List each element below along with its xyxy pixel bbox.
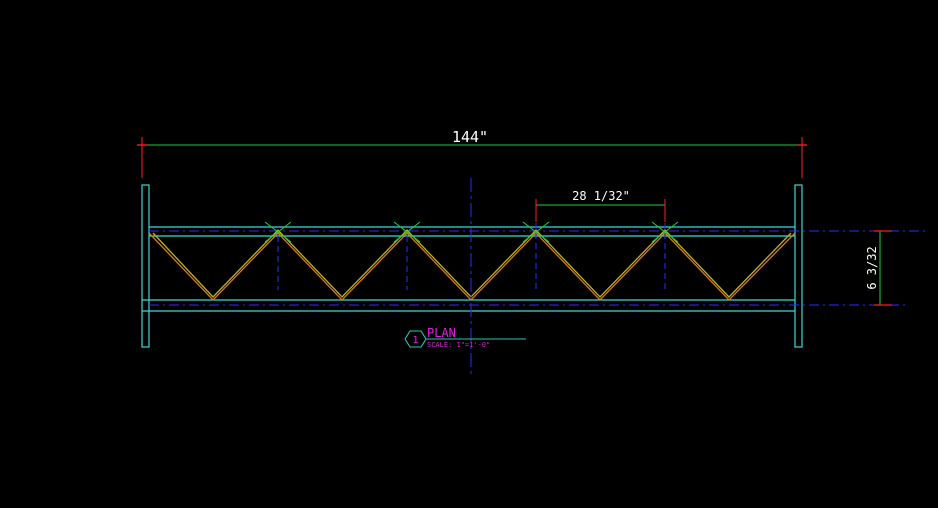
web-members xyxy=(148,229,796,301)
depth-dimension-line xyxy=(874,230,892,306)
overall-dimension-line xyxy=(137,137,807,178)
depth-dimension-text: 6 3/32 xyxy=(865,246,879,289)
view-scale: SCALE: 1"=1'-0" xyxy=(427,341,490,349)
view-marker-number: 1 xyxy=(412,335,418,346)
top-chord xyxy=(149,226,795,237)
view-title: PLAN xyxy=(427,326,456,340)
right-end-plate xyxy=(794,184,803,348)
panel-dimension-line xyxy=(535,199,666,222)
bottom-chord xyxy=(142,299,795,312)
left-end-plate xyxy=(141,184,150,348)
view-title-block: 1 PLAN SCALE: 1"=1'-0" xyxy=(404,326,526,349)
panel-dimension-text: 28 1/32" xyxy=(572,189,630,203)
overall-dimension-text: 144" xyxy=(452,128,488,146)
panel-point-markers xyxy=(264,221,679,243)
